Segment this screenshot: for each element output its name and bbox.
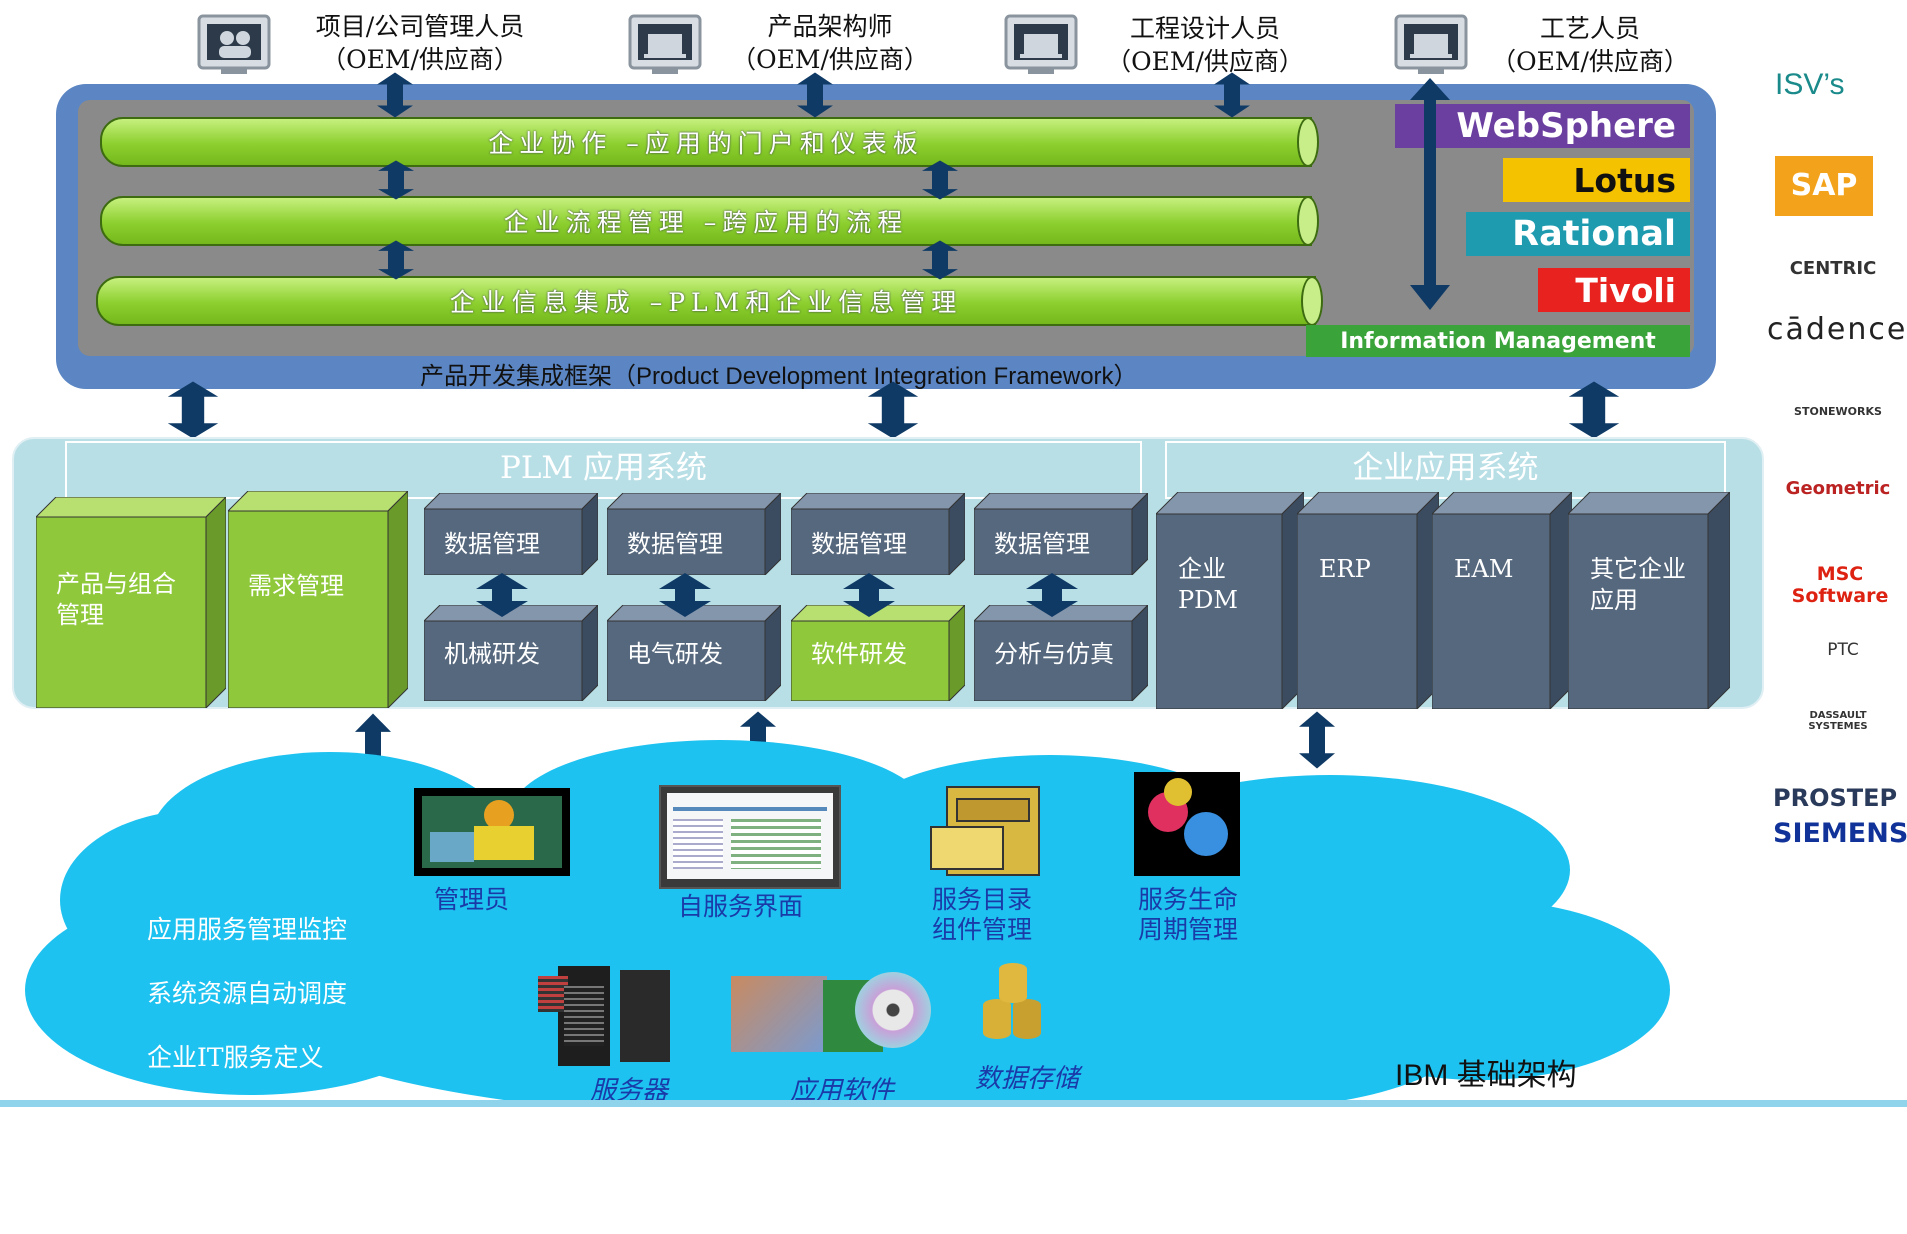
arrow-icon bbox=[378, 240, 414, 280]
enterprise-module: 企业 PDM bbox=[1156, 492, 1304, 709]
cloud-services-list: 应用服务管理监控 系统资源自动调度 企业IT服务定义 服务器、存储、网络虚拟化 … bbox=[147, 882, 447, 1234]
module-label: 其它企业 应用 bbox=[1590, 555, 1686, 614]
enterprise-module: ERP bbox=[1297, 492, 1439, 709]
module-label: 数据管理 bbox=[444, 530, 540, 558]
user-role-label: 工程设计人员 （OEM/供应商） bbox=[1106, 14, 1304, 76]
admin-clipart bbox=[414, 788, 570, 876]
arrow-icon bbox=[797, 72, 833, 118]
arrow-icon bbox=[922, 240, 958, 280]
ptc-logo: PTC bbox=[1827, 640, 1859, 660]
websphere-logo: WebSphere bbox=[1395, 104, 1690, 148]
dev-module-2: 电气研发 bbox=[607, 605, 781, 701]
geometric-logo: Geometric bbox=[1785, 478, 1891, 499]
module-label: 数据管理 bbox=[811, 530, 907, 558]
lifecycle-clipart bbox=[1134, 772, 1240, 876]
arrows-layer bbox=[167, 72, 1620, 783]
rational-logo: Rational bbox=[1466, 212, 1690, 256]
catalog-label: 服务目录 组件管理 bbox=[932, 885, 1033, 944]
bottom-strip bbox=[0, 1100, 1907, 1107]
centric-logo: CENTRIC bbox=[1789, 258, 1877, 279]
servers-clipart bbox=[534, 966, 686, 1066]
data-management-module: 数据管理 bbox=[607, 493, 781, 575]
pipe-cap bbox=[1297, 196, 1319, 246]
service-item: 安全监控和管理 bbox=[147, 1171, 323, 1200]
pipe-process: 企业流程管理 –跨应用的流程 bbox=[100, 196, 1312, 246]
storage-clipart bbox=[983, 963, 1043, 1039]
arrow-icon bbox=[922, 160, 958, 200]
user-role-label: 产品架构师 （OEM/供应商） bbox=[731, 12, 929, 74]
service-item: 应用服务管理监控 bbox=[147, 915, 348, 944]
arrow-icon bbox=[1214, 72, 1250, 118]
enterprise-header: 企业应用系统 bbox=[1165, 441, 1726, 499]
data-management-module: 数据管理 bbox=[974, 493, 1148, 575]
lotus-logo: Lotus bbox=[1503, 158, 1690, 202]
product-portfolio-module: 产品与组合 管理 bbox=[36, 497, 226, 708]
prostep-logo: PROSTEP bbox=[1773, 784, 1898, 812]
service-item: 企业IT服务定义 bbox=[147, 1043, 324, 1072]
sap-logo: SAP bbox=[1775, 156, 1873, 216]
pipe-integration: 企业信息集成 –PLM和企业信息管理 bbox=[96, 276, 1316, 326]
dev-module-1: 机械研发 bbox=[424, 605, 598, 701]
file-cabinet-clipart bbox=[926, 786, 1050, 876]
module-label: 需求管理 bbox=[248, 572, 344, 600]
user-role-label: 项目/公司管理人员 （OEM/供应商） bbox=[315, 12, 525, 74]
module-label: 软件研发 bbox=[811, 640, 907, 668]
framework-caption: 产品开发集成框架（Product Development Integration… bbox=[420, 363, 1138, 390]
dev-module-3: 软件研发 bbox=[791, 605, 965, 701]
arrow-icon bbox=[867, 381, 919, 439]
admin-label: 管理员 bbox=[434, 885, 510, 914]
laptop-monitor-icon bbox=[626, 12, 704, 76]
cadence-logo: cādence bbox=[1767, 312, 1907, 347]
dassault-logo: DASSAULT SYSTEMES bbox=[1808, 710, 1868, 732]
arrow-icon bbox=[1568, 381, 1620, 439]
module-label: 企业 PDM bbox=[1178, 555, 1238, 614]
lifecycle-label: 服务生命 周期管理 bbox=[1138, 885, 1239, 944]
user-role-label: 工艺人员 （OEM/供应商） bbox=[1491, 14, 1689, 76]
arrow-icon bbox=[167, 381, 219, 439]
module-label: 数据管理 bbox=[994, 530, 1090, 558]
module-label: 电气研发 bbox=[627, 640, 723, 668]
software-clipart bbox=[731, 972, 931, 1058]
ibm-infrastructure-label: IBM 基础架构 bbox=[1395, 1059, 1577, 1092]
service-item: 系统资源自动调度 bbox=[147, 979, 348, 1008]
arrow-icon bbox=[378, 160, 414, 200]
module-label: EAM bbox=[1454, 555, 1514, 583]
pipe-cap bbox=[1297, 117, 1319, 167]
module-label: 产品与组合 管理 bbox=[56, 570, 176, 629]
requirements-module: 需求管理 bbox=[228, 491, 408, 708]
enterprise-module: 其它企业 应用 bbox=[1568, 492, 1730, 709]
tivoli-logo: Tivoli bbox=[1538, 268, 1690, 312]
module-label: 机械研发 bbox=[444, 640, 540, 668]
isv-heading: ISV’s bbox=[1775, 68, 1845, 101]
arrow-icon bbox=[1410, 78, 1450, 310]
module-label: ERP bbox=[1319, 555, 1371, 583]
arrow-icon bbox=[377, 72, 413, 118]
self-service-label: 自服务界面 bbox=[678, 892, 804, 921]
laptop-monitor-icon bbox=[1392, 12, 1470, 76]
msc-software-logo: MSC Software bbox=[1791, 563, 1889, 607]
enterprise-module: EAM bbox=[1432, 492, 1572, 709]
laptop-monitor-icon bbox=[1002, 12, 1080, 76]
data-management-module: 数据管理 bbox=[424, 493, 598, 575]
service-item: 服务器、存储、网络虚拟化 bbox=[147, 1107, 448, 1136]
stoneworks-logo: STONEWORKS bbox=[1794, 405, 1882, 418]
pipe-collaboration: 企业协作 –应用的门户和仪表板 bbox=[100, 117, 1312, 167]
storage-label: 数据存储 bbox=[975, 1064, 1080, 1094]
data-management-module: 数据管理 bbox=[791, 493, 965, 575]
plm-header: PLM 应用系统 bbox=[65, 441, 1142, 499]
siemens-logo: SIEMENS bbox=[1773, 818, 1907, 849]
information-management-logo: Information Management bbox=[1306, 325, 1690, 357]
module-label: 分析与仿真 bbox=[994, 640, 1114, 668]
module-label: 数据管理 bbox=[627, 530, 723, 558]
self-service-screenshot bbox=[659, 785, 841, 889]
dev-module-4: 分析与仿真 bbox=[974, 605, 1148, 701]
people-monitor-icon bbox=[195, 12, 273, 76]
